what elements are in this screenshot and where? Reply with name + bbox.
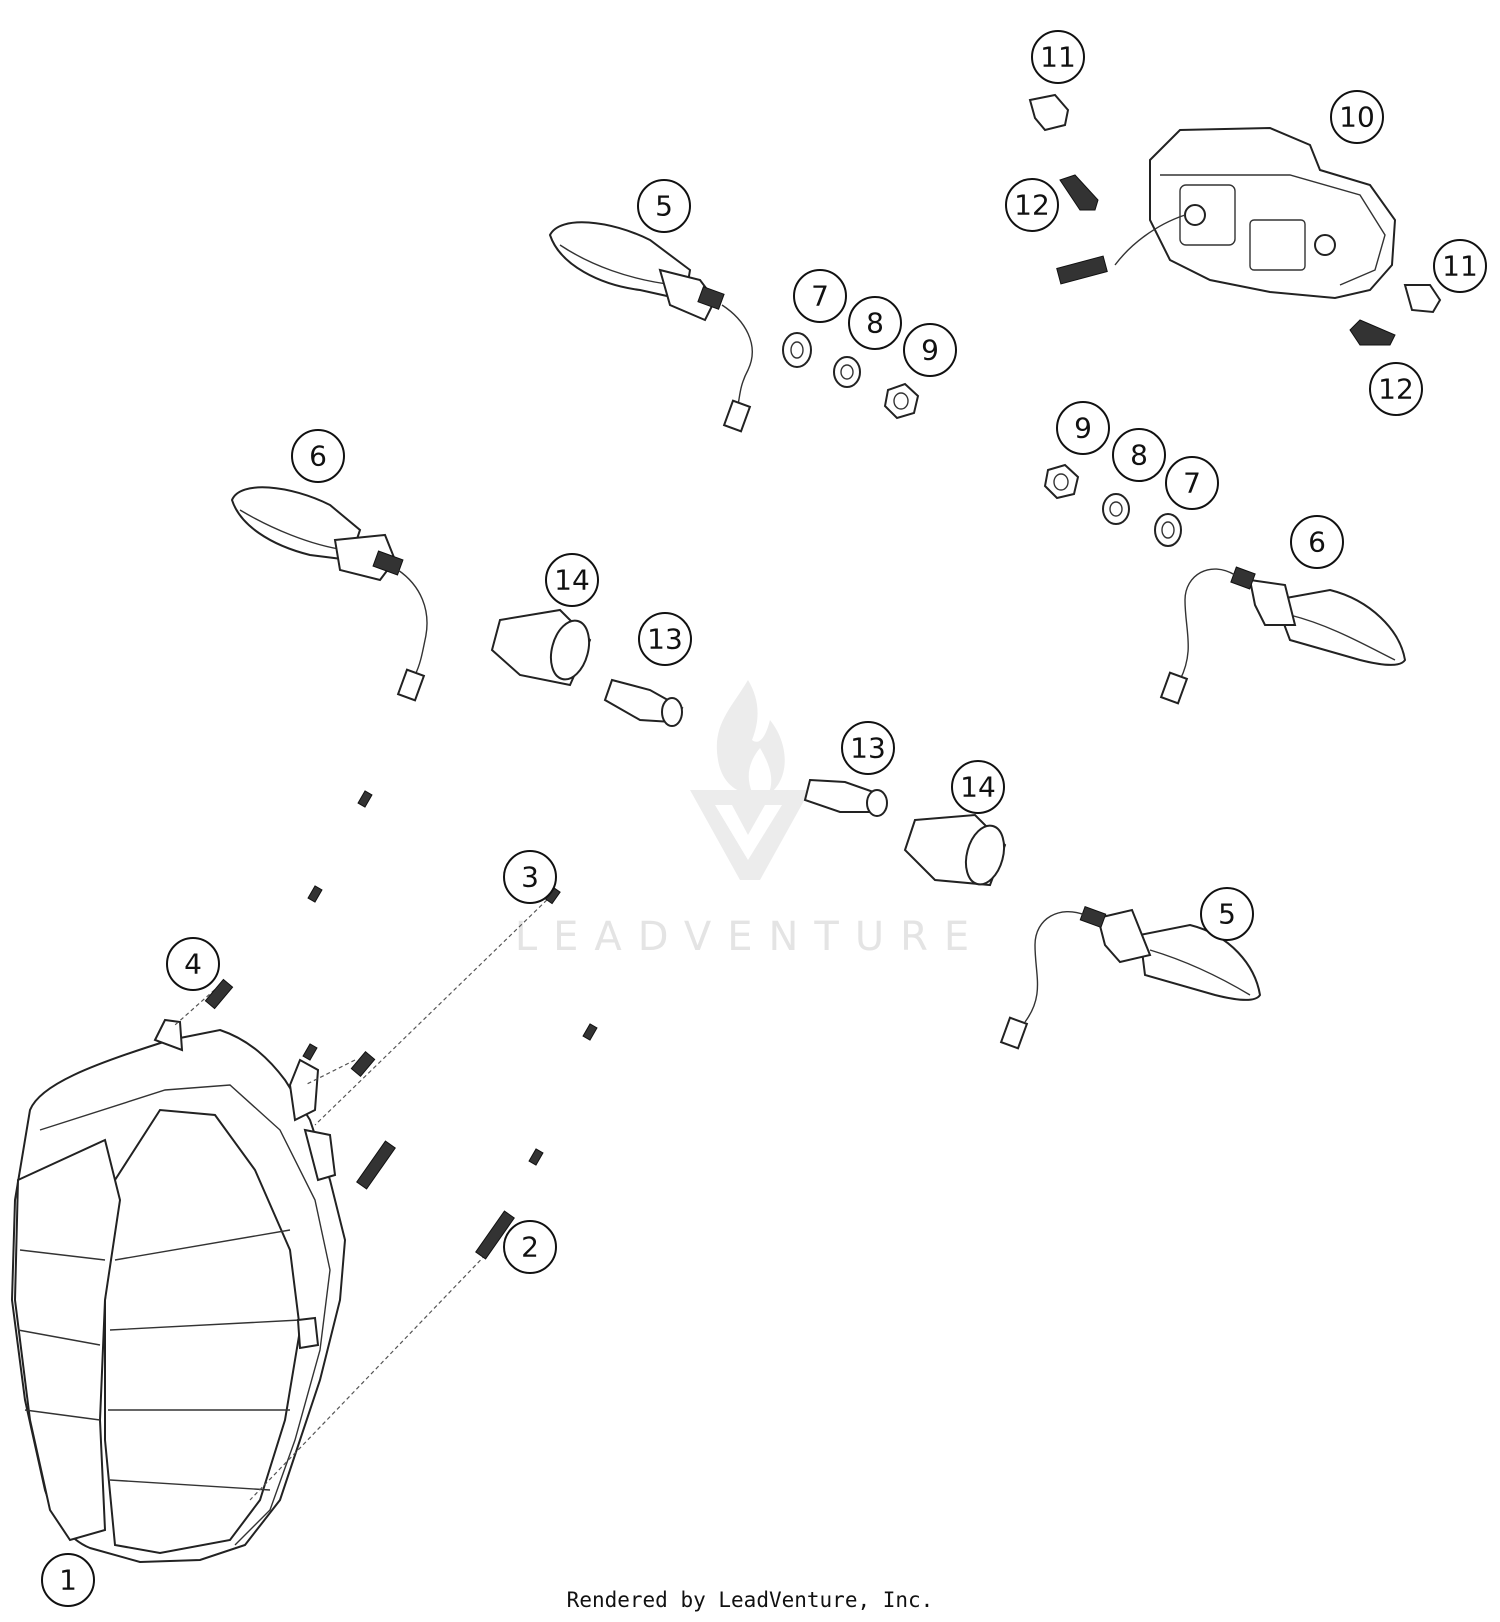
turn-signal-5-right[interactable] <box>999 906 1262 1050</box>
screw-small-b[interactable] <box>307 885 323 903</box>
callout-12-right: 12 <box>1369 362 1423 416</box>
svg-text:5: 5 <box>655 190 673 223</box>
svg-text:6: 6 <box>1308 526 1326 559</box>
grommet-11-upper[interactable] <box>1028 93 1070 132</box>
svg-text:2: 2 <box>521 1231 539 1264</box>
instrument-cluster[interactable] <box>1056 126 1397 300</box>
sleeve-13-right[interactable] <box>803 778 888 817</box>
svg-text:12: 12 <box>1014 189 1050 222</box>
screw-small-a[interactable] <box>357 790 373 808</box>
turn-signal-6-right[interactable] <box>1159 566 1407 705</box>
callout-9-upper: 9 <box>903 323 957 377</box>
turn-signal-6-upper[interactable] <box>230 486 428 702</box>
watermark-text: LEADVENTURE <box>515 914 985 960</box>
svg-text:12: 12 <box>1378 373 1414 406</box>
callout-10: 10 <box>1330 90 1384 144</box>
callout-13-right: 13 <box>841 721 895 775</box>
svg-text:11: 11 <box>1040 41 1076 74</box>
svg-text:14: 14 <box>960 771 996 804</box>
headlight-fasteners <box>174 790 598 1501</box>
rubber-12-upper[interactable] <box>1059 174 1099 211</box>
rubber-12-right[interactable] <box>1349 319 1396 346</box>
callout-4: 4 <box>166 937 220 991</box>
headlight-assembly[interactable] <box>10 1018 347 1564</box>
callout-8-upper: 8 <box>848 296 902 350</box>
callout-5-upper: 5 <box>637 179 691 233</box>
bushing-14-right[interactable] <box>903 813 1010 889</box>
svg-text:11: 11 <box>1442 250 1478 283</box>
svg-text:13: 13 <box>850 732 886 765</box>
svg-text:8: 8 <box>1130 439 1148 472</box>
bushing-14-left[interactable] <box>490 608 595 687</box>
screw-small-e[interactable] <box>528 1148 544 1166</box>
callout-6-right: 6 <box>1290 515 1344 569</box>
footer-credit: Rendered by LeadVenture, Inc. <box>566 1588 934 1612</box>
screw-small-c[interactable] <box>302 1043 318 1061</box>
callout-5-right: 5 <box>1200 887 1254 941</box>
callout-11-right: 11 <box>1433 239 1487 293</box>
callout-11-upper: 11 <box>1031 30 1085 84</box>
screw-4[interactable] <box>204 978 234 1010</box>
lockwasher-8-upper[interactable] <box>833 356 861 388</box>
callout-6-upper: 6 <box>291 429 345 483</box>
washer-7-upper[interactable] <box>782 332 812 368</box>
turn-signal-5-upper[interactable] <box>548 221 753 433</box>
callout-3: 3 <box>503 850 557 904</box>
callout-2: 2 <box>503 1220 557 1274</box>
svg-text:14: 14 <box>554 564 590 597</box>
sleeve-13-left[interactable] <box>603 678 684 727</box>
callout-1: 1 <box>41 1553 95 1607</box>
svg-text:4: 4 <box>184 948 202 981</box>
callout-14-right: 14 <box>951 760 1005 814</box>
screw-small-d[interactable] <box>582 1023 598 1041</box>
callout-13-left: 13 <box>638 612 692 666</box>
svg-text:5: 5 <box>1218 898 1236 931</box>
svg-text:1: 1 <box>59 1564 77 1597</box>
grommet-11-right[interactable] <box>1403 284 1442 314</box>
callout-9-right: 9 <box>1056 401 1110 455</box>
callout-8-right: 8 <box>1112 428 1166 482</box>
svg-text:3: 3 <box>521 861 539 894</box>
callout-7-upper: 7 <box>793 269 847 323</box>
svg-text:8: 8 <box>866 307 884 340</box>
svg-text:10: 10 <box>1339 101 1375 134</box>
svg-text:7: 7 <box>1183 467 1201 500</box>
svg-text:7: 7 <box>811 280 829 313</box>
svg-text:13: 13 <box>647 623 683 656</box>
screw-2[interactable] <box>475 1210 515 1260</box>
nut-9-upper[interactable] <box>883 382 920 420</box>
screw-long[interactable] <box>356 1140 396 1190</box>
leadventure-watermark: LEADVENTURE <box>515 680 985 960</box>
lockwasher-8-right[interactable] <box>1102 493 1130 525</box>
screw-mid[interactable] <box>350 1051 376 1077</box>
callout-12-upper: 12 <box>1005 178 1059 232</box>
callout-7-right: 7 <box>1165 456 1219 510</box>
svg-text:6: 6 <box>309 440 327 473</box>
nut-9-right[interactable] <box>1043 463 1080 500</box>
callout-14-left: 14 <box>545 553 599 607</box>
svg-text:9: 9 <box>921 334 939 367</box>
svg-text:9: 9 <box>1074 412 1092 445</box>
washer-7-right[interactable] <box>1154 513 1182 547</box>
